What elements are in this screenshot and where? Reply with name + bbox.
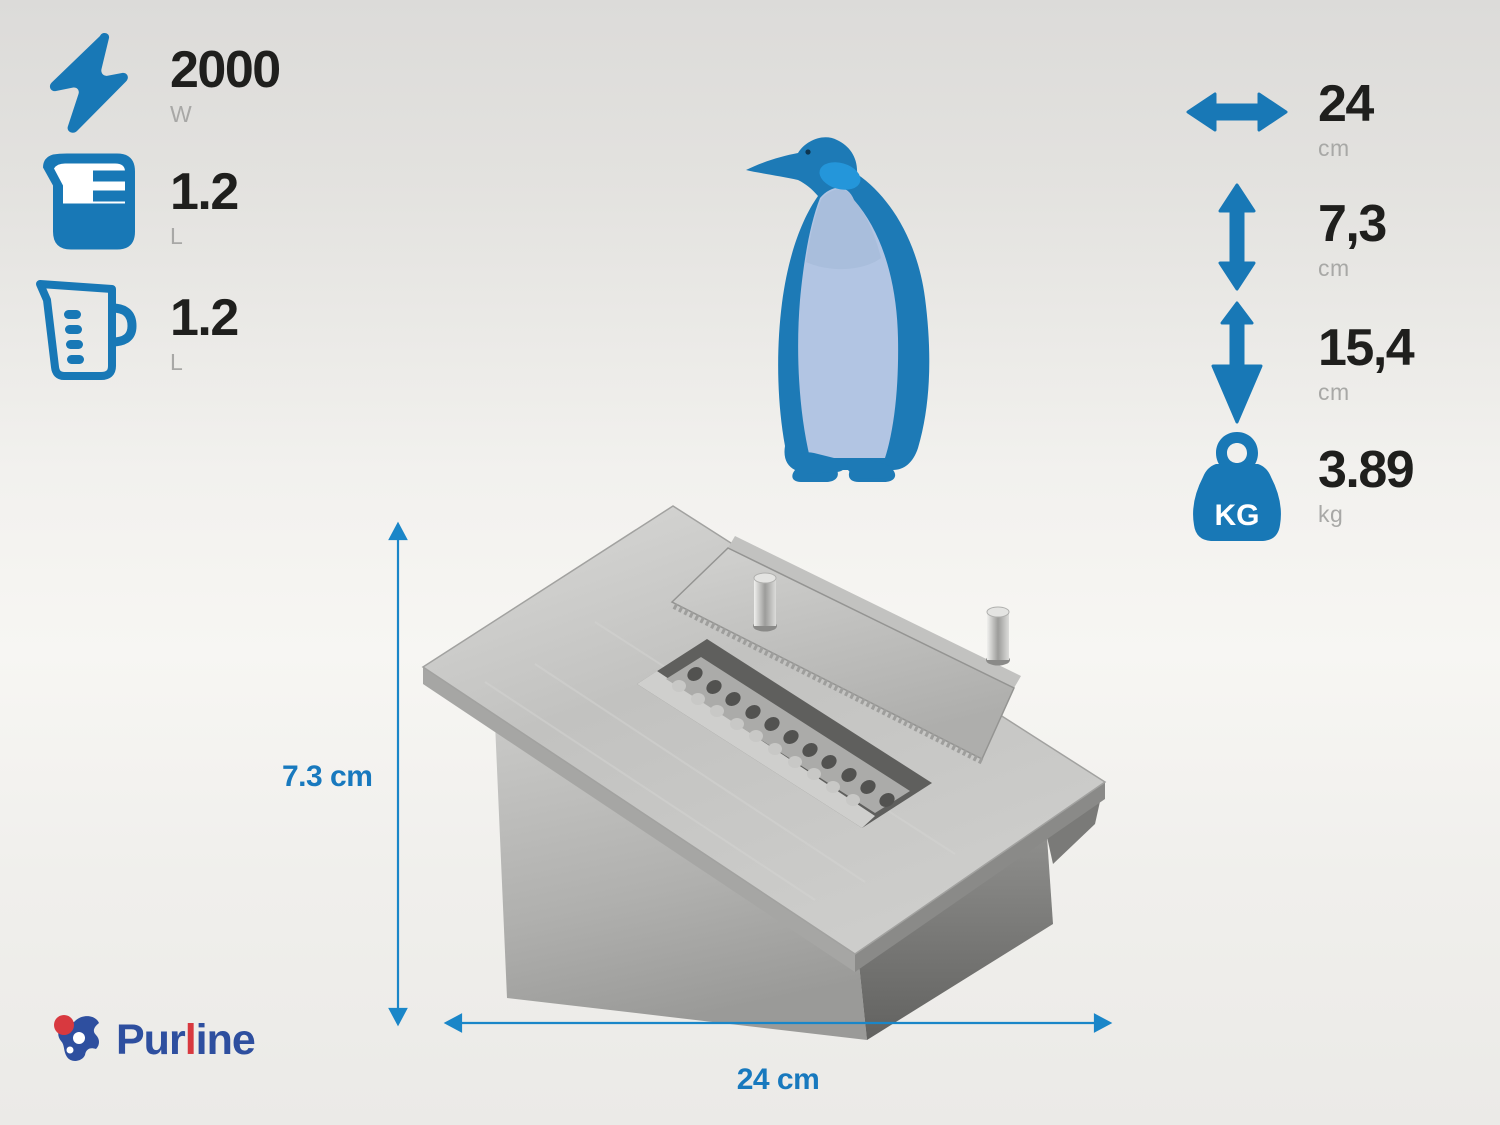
power-unit: W — [170, 101, 193, 127]
capacity-beaker-unit: L — [170, 223, 184, 249]
brand-wordmark: Purline — [116, 1016, 256, 1065]
spec-capacity-beaker: 1.2 L — [170, 163, 239, 249]
capacity-jug-value: 1.2 — [170, 289, 239, 347]
spec-power: 2000 W — [170, 41, 281, 127]
spec-capacity-jug: 1.2 L — [170, 289, 239, 375]
height-dimension-label: 7.3 cm — [282, 760, 373, 793]
width-value: 24 — [1318, 75, 1374, 133]
product-photo-burner — [395, 492, 1165, 1077]
power-value: 2000 — [170, 41, 281, 99]
burner-lid-pin — [753, 572, 777, 632]
depth-arrow-icon — [1207, 300, 1267, 426]
spec-width: 24 cm — [1318, 75, 1374, 161]
penguin-illustration — [744, 136, 990, 484]
burner-body-left-face — [495, 723, 867, 1040]
burner-perforations — [687, 667, 895, 807]
spec-height: 7,3 cm — [1318, 195, 1387, 281]
weight-unit: kg — [1318, 501, 1344, 527]
spec-weight: 3.89 kg — [1318, 441, 1415, 527]
height-value: 7,3 — [1318, 195, 1387, 253]
depth-unit: cm — [1318, 379, 1350, 405]
width-dimension-label: 24 cm — [736, 1063, 820, 1096]
brand-word-part2: l — [184, 1016, 197, 1064]
weight-value: 3.89 — [1318, 441, 1415, 499]
burner-body-right-face — [859, 837, 1053, 1040]
depth-value: 15,4 — [1318, 319, 1415, 377]
burner-lid-pin — [986, 606, 1010, 666]
width-unit: cm — [1318, 135, 1350, 161]
weight-kg-icon: KG — [1189, 430, 1285, 544]
measuring-jug-icon — [34, 276, 142, 380]
height-arrow-icon — [1217, 182, 1257, 292]
brand-word-part1: Pur — [116, 1016, 186, 1064]
height-unit: cm — [1318, 255, 1350, 281]
lightning-icon — [47, 32, 131, 136]
width-arrow-icon — [1185, 89, 1289, 135]
beaker-icon — [41, 151, 137, 252]
brand-word-part3: ine — [195, 1016, 256, 1064]
spec-depth: 15,4 cm — [1318, 319, 1415, 405]
kg-icon-label: KG — [1215, 499, 1260, 532]
brand-logo-icon — [54, 1015, 99, 1061]
capacity-beaker-value: 1.2 — [170, 163, 239, 221]
brand-logo: Purline — [52, 1014, 256, 1065]
capacity-jug-unit: L — [170, 349, 184, 375]
